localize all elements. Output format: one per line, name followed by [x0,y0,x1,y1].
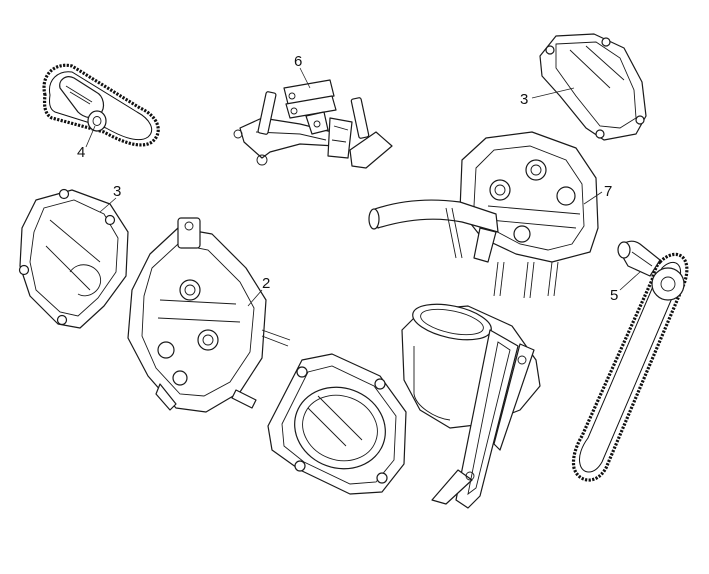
callout-3-top: 3 [520,91,528,108]
cylinder-with-chain-guide [401,303,541,509]
callout-5: 5 [610,287,618,304]
part-4-timing-chain-small [42,63,160,148]
part-3-valve-cover-top [531,33,647,141]
part-2-cylinder-head-left [127,217,291,413]
part-7-head-assembly [368,131,603,299]
callout-7: 7 [604,183,612,200]
callout-4: 4 [77,144,85,161]
part-3-valve-cover-left [18,188,129,329]
cylinder-gasket-block [267,353,407,495]
callout-2: 2 [262,275,270,292]
part-5-timing-chain-long [571,240,689,482]
part-6-intake-manifold [233,67,393,169]
callout-3-left: 3 [113,183,121,200]
callout-6: 6 [294,53,302,70]
